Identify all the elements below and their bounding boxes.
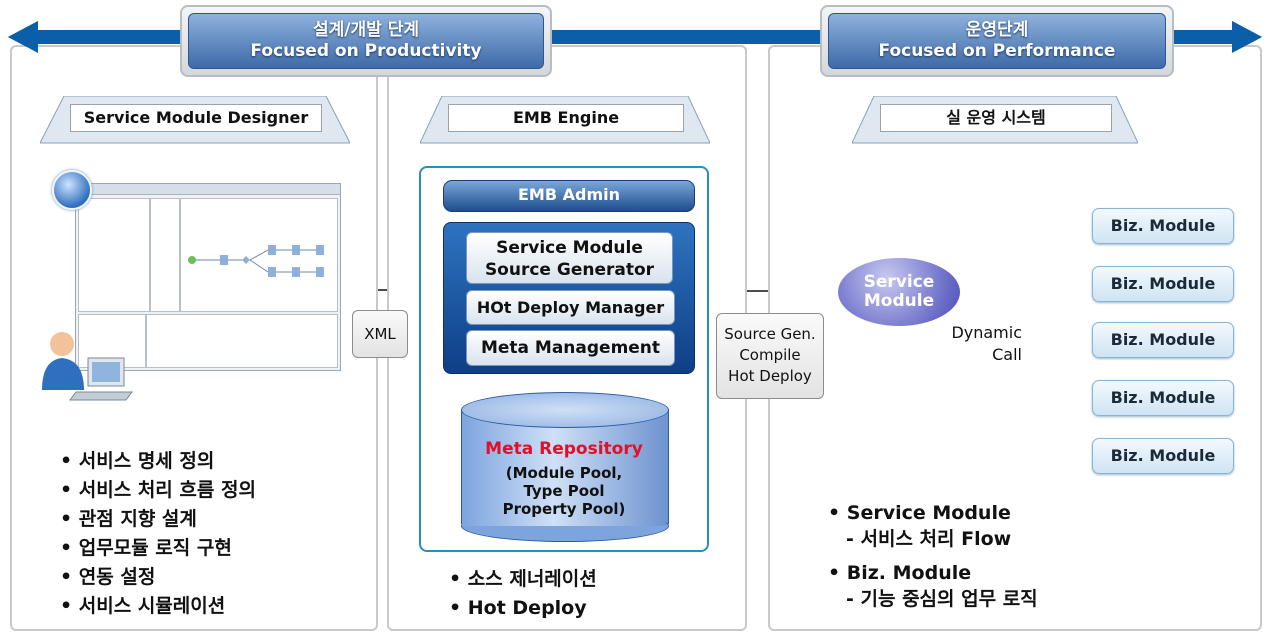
runtime-bullets: • Service Module - 서비스 처리 Flow • Biz. Mo…: [828, 500, 1038, 612]
designer-bullet: • 관점 지향 설계: [60, 508, 197, 530]
meta-repository-label: Meta Repository (Module Pool, Type Pool …: [461, 438, 667, 518]
designer-bullet: • 업무모듈 로직 구현: [60, 537, 232, 559]
meta-repository-title: Meta Repository: [485, 439, 643, 459]
ops-phase-title-en: Focused on Performance: [878, 41, 1116, 61]
user-computer-icon: [42, 332, 133, 401]
runtime-bullet: • Service Module: [828, 502, 1011, 524]
design-phase-title-en: Focused on Productivity: [250, 41, 482, 61]
runtime-bullet-sub: - 서비스 처리 Flow: [846, 528, 1012, 550]
runtime-bullet: • Biz. Module: [828, 562, 972, 584]
meta-repository-pool-line: (Module Pool,: [505, 464, 623, 482]
designer-bullet: • 서비스 처리 흐름 정의: [60, 479, 256, 501]
ops-phase-banner: 운영단계 Focused on Performance: [820, 5, 1174, 77]
deploy-box: Source Gen. Compile Hot Deploy: [716, 313, 824, 399]
engine-bullet: • Hot Deploy: [449, 597, 587, 619]
source-generator-line1: Service Module: [496, 238, 643, 258]
service-module-line1: Service: [863, 272, 935, 292]
dynamic-call-line2: Call: [992, 345, 1022, 364]
meta-repository-pool-line: Type Pool: [523, 482, 605, 500]
biz-module: Biz. Module: [1092, 322, 1234, 358]
deploy-box-line: Source Gen.: [724, 325, 816, 343]
dynamic-call-label: Dynamic Call: [930, 322, 1022, 366]
source-generator: Service Module Source Generator: [466, 232, 673, 284]
designer-screenshot: [75, 183, 341, 371]
xml-label: XML: [364, 325, 396, 343]
designer-bullets: • 서비스 명세 정의 • 서비스 처리 흐름 정의 • 관점 지향 설계 • …: [60, 447, 256, 621]
biz-module: Biz. Module: [1092, 438, 1234, 474]
designer-bullet: • 연동 설정: [60, 566, 156, 588]
biz-module: Biz. Module: [1092, 208, 1234, 244]
designer-bullet: • 서비스 시뮬레이션: [60, 595, 226, 617]
runtime-header: 실 운영 시스템: [880, 104, 1112, 132]
design-phase-banner: 설계/개발 단계 Focused on Productivity: [180, 5, 552, 77]
runtime-bullet-sub: - 기능 중심의 업무 로직: [846, 588, 1038, 610]
biz-module: Biz. Module: [1092, 266, 1234, 302]
deploy-box-line: Compile: [739, 346, 801, 364]
meta-repository-pool-line: Property Pool): [502, 500, 626, 518]
engine-bullet: • 소스 제너레이션: [449, 568, 597, 590]
dynamic-call-line1: Dynamic: [951, 323, 1022, 342]
meta-repository-top: [461, 392, 669, 428]
deploy-box-line: Hot Deploy: [728, 367, 812, 385]
service-module: Service Module: [838, 258, 960, 326]
source-generator-line2: Source Generator: [484, 260, 655, 280]
globe-icon: [52, 170, 92, 210]
hot-deploy-manager: HOt Deploy Manager: [466, 290, 675, 325]
emb-admin: EMB Admin: [443, 180, 695, 212]
engine-bullets: • 소스 제너레이션 • Hot Deploy: [449, 565, 597, 623]
engine-header: EMB Engine: [448, 104, 684, 132]
designer-bullet: • 서비스 명세 정의: [60, 450, 215, 472]
biz-module: Biz. Module: [1092, 380, 1234, 416]
meta-management: Meta Management: [466, 330, 675, 366]
phase-arrows: [8, 21, 1262, 53]
xml-box: XML: [352, 310, 408, 358]
ops-phase-title-ko: 운영단계: [965, 20, 1029, 40]
designer-header: Service Module Designer: [70, 104, 322, 132]
service-module-line2: Module: [863, 291, 935, 311]
design-phase-title-ko: 설계/개발 단계: [313, 20, 419, 40]
